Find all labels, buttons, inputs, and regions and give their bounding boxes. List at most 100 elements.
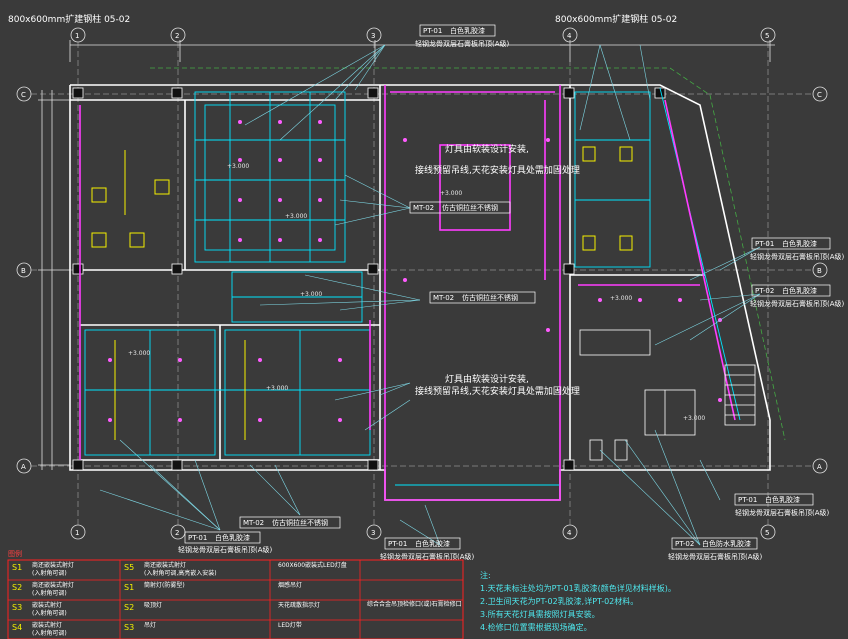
axis-label-col-2-top: 2 xyxy=(175,32,179,40)
material-tag-right-middle: PT-02 白色乳胶漆 轻钢龙骨双层石膏板吊顶(A级) xyxy=(750,284,845,308)
svg-text:PT-01: PT-01 xyxy=(423,27,442,35)
legend-description: 筒射灯(防雾型) xyxy=(144,581,185,589)
axis-label-row-b-right: B xyxy=(817,267,822,275)
mt-tag-middle: MT-02 仿古铜拉丝不锈钢 xyxy=(429,291,536,304)
design-note-upper: 灯具由软装设计安装, 接线预留吊线,天花安装灯具处需加固处理 xyxy=(415,143,580,176)
leader-lines xyxy=(99,44,761,546)
grid-axis-bubbles xyxy=(16,27,828,540)
legend-code: S2 xyxy=(124,603,134,612)
svg-text:PT-02: PT-02 xyxy=(755,287,774,295)
legend-description: 烟感吊灯 xyxy=(278,581,302,589)
axis-label-row-b-left: B xyxy=(21,267,26,275)
grid-center-lines xyxy=(31,42,813,525)
axis-label-row-a-right: A xyxy=(817,463,822,471)
axis-label-row-a-left: A xyxy=(21,463,26,471)
note-line: 2.卫生间天花为PT-02乳胶漆,详PT-02材料。 xyxy=(480,596,638,606)
svg-text:PT-01: PT-01 xyxy=(388,540,407,548)
restroom-fixtures xyxy=(579,329,696,461)
general-notes: 注: 1.天花未标注处均为PT-01乳胶漆(颜色详见材料样板)。 2.卫生间天花… xyxy=(480,570,676,632)
svg-text:接线预留吊线,天花安装灯具处需加固处理: 接线预留吊线,天花安装灯具处需加固处理 xyxy=(415,164,580,176)
legend-code: S1 xyxy=(12,563,22,572)
legend-description: (入射角可调) xyxy=(32,629,67,637)
svg-text:仿古铜拉丝不锈钢: 仿古铜拉丝不锈钢 xyxy=(272,518,328,527)
legend-description: 吊灯 xyxy=(144,621,156,629)
legend-code: S3 xyxy=(12,603,22,612)
legend-extra: 综合合金吊顶检修口(或)石膏检修口 xyxy=(367,600,462,608)
axis-label-col-5-bottom: 5 xyxy=(765,529,769,537)
svg-text:白色乳胶漆: 白色乳胶漆 xyxy=(450,26,485,35)
axis-label-col-3-top: 3 xyxy=(371,32,375,40)
notes-title: 注: xyxy=(480,570,491,580)
legend-code: S5 xyxy=(124,563,134,572)
legend-description: 嵌装式射灯 xyxy=(32,601,62,609)
top-left-dimension-label: 800x600mm扩建钢柱 05-02 xyxy=(8,13,130,25)
stair xyxy=(724,364,756,426)
legend-description: 商还嵌装式射灯 xyxy=(32,581,74,589)
svg-text:白色乳胶漆: 白色乳胶漆 xyxy=(415,539,450,548)
height-label: +3.000 xyxy=(300,291,322,298)
spot-lights xyxy=(108,120,722,422)
ceiling-height-labels: +3.000 +3.000 +3.000 +3.000 +3.000 +3.00… xyxy=(128,163,705,422)
svg-text:白色乳胶漆: 白色乳胶漆 xyxy=(215,533,250,542)
legend-description: (入射角可调) xyxy=(32,609,67,617)
site-boundary xyxy=(150,67,786,441)
material-tag-top-center: PT-01 白色乳胶漆 轻钢龙骨双层石膏板吊顶(A级) xyxy=(415,24,510,48)
svg-text:白色防水乳胶漆: 白色防水乳胶漆 xyxy=(702,539,751,548)
partition-lines xyxy=(79,85,736,501)
legend-description: (入射角可调,高亮嵌入安装) xyxy=(144,569,217,577)
svg-text:MT-02: MT-02 xyxy=(243,519,264,527)
legend-description: (入射角可调) xyxy=(32,569,67,577)
svg-text:PT-01: PT-01 xyxy=(738,496,757,504)
svg-text:白色乳胶漆: 白色乳胶漆 xyxy=(765,495,800,504)
axis-label-col-4-bottom: 4 xyxy=(567,529,572,537)
svg-text:轻钢龙骨双层石膏板吊顶(A级): 轻钢龙骨双层石膏板吊顶(A级) xyxy=(668,552,763,561)
mt-tag-upper: MT-02 仿古铜拉丝不锈钢 xyxy=(409,201,511,214)
material-tag-bottom-left: PT-01 白色乳胶漆 轻钢龙骨双层石膏板吊顶(A级) xyxy=(178,531,273,554)
legend-code: S2 xyxy=(12,583,22,592)
svg-text:轻钢龙骨双层石膏板吊顶(A级): 轻钢龙骨双层石膏板吊顶(A级) xyxy=(750,299,845,308)
height-label: +3.000 xyxy=(285,213,307,220)
legend-table: 图例 xyxy=(7,549,464,639)
axis-label-col-2-bottom: 2 xyxy=(175,529,179,537)
material-tag-top-right xyxy=(595,25,599,29)
svg-text:PT-01: PT-01 xyxy=(188,534,207,542)
svg-text:MT-02: MT-02 xyxy=(413,204,434,212)
height-label: +3.000 xyxy=(266,385,288,392)
height-label: +3.000 xyxy=(128,350,150,357)
material-tag-right-upper: PT-01 白色乳胶漆 轻钢龙骨双层石膏板吊顶(A级) xyxy=(750,237,845,261)
material-tag-right-lower: PT-01 白色乳胶漆 轻钢龙骨双层石膏板吊顶(A级) xyxy=(734,493,830,517)
svg-text:白色乳胶漆: 白色乳胶漆 xyxy=(782,239,817,248)
svg-text:MT-02: MT-02 xyxy=(433,294,454,302)
building-walls xyxy=(69,84,771,501)
note-line: 1.天花未标注处均为PT-01乳胶漆(颜色详见材料样板)。 xyxy=(480,583,676,593)
svg-text:轻钢龙骨双层石膏板吊顶(A级): 轻钢龙骨双层石膏板吊顶(A级) xyxy=(415,39,510,48)
axis-label-col-3-bottom: 3 xyxy=(371,529,375,537)
svg-text:轻钢龙骨双层石膏板吊顶(A级): 轻钢龙骨双层石膏板吊顶(A级) xyxy=(735,508,830,517)
axis-label-row-c-right: C xyxy=(817,91,822,99)
design-note-lower: 灯具由软装设计安装, 接线预留吊线,天花安装灯具处需加固处理 xyxy=(415,373,580,397)
material-tag-bottom-center: PT-01 白色乳胶漆 轻钢龙骨双层石膏板吊顶(A级) xyxy=(380,537,475,561)
legend-description: 吸顶灯 xyxy=(144,601,162,609)
legend-description: 商还嵌装式射灯 xyxy=(32,561,74,569)
svg-text:轻钢龙骨双层石膏板吊顶(A级): 轻钢龙骨双层石膏板吊顶(A级) xyxy=(750,252,845,261)
svg-text:仿古铜拉丝不锈钢: 仿古铜拉丝不锈钢 xyxy=(462,293,518,302)
axis-label-col-1-bottom: 1 xyxy=(75,529,79,537)
ceiling-grid xyxy=(84,87,741,486)
svg-text:接线预留吊线,天花安装灯具处需加固处理: 接线预留吊线,天花安装灯具处需加固处理 xyxy=(415,385,580,397)
grid-axis-labels: 1 2 3 4 5 1 2 3 4 5 C B A C B A xyxy=(21,32,822,537)
axis-label-row-c-left: C xyxy=(21,91,26,99)
legend-description: 商还嵌装式射灯 xyxy=(144,561,186,569)
mt-tag-lower: MT-02 仿古铜拉丝不锈钢 xyxy=(239,516,341,529)
svg-text:白色乳胶漆: 白色乳胶漆 xyxy=(782,286,817,295)
legend-title: 图例 xyxy=(8,549,22,558)
legend-description: 嵌装式射灯 xyxy=(32,621,62,629)
svg-text:灯具由软装设计安装,: 灯具由软装设计安装, xyxy=(445,373,529,385)
left-dimension-lines xyxy=(38,90,70,470)
legend-description: LED灯带 xyxy=(278,621,302,629)
svg-text:PT-01: PT-01 xyxy=(755,240,774,248)
height-label: +3.000 xyxy=(610,295,632,302)
legend-code: S1 xyxy=(124,583,134,592)
material-tag-bottom-right: PT-02 白色防水乳胶漆 轻钢龙骨双层石膏板吊顶(A级) xyxy=(668,537,763,561)
